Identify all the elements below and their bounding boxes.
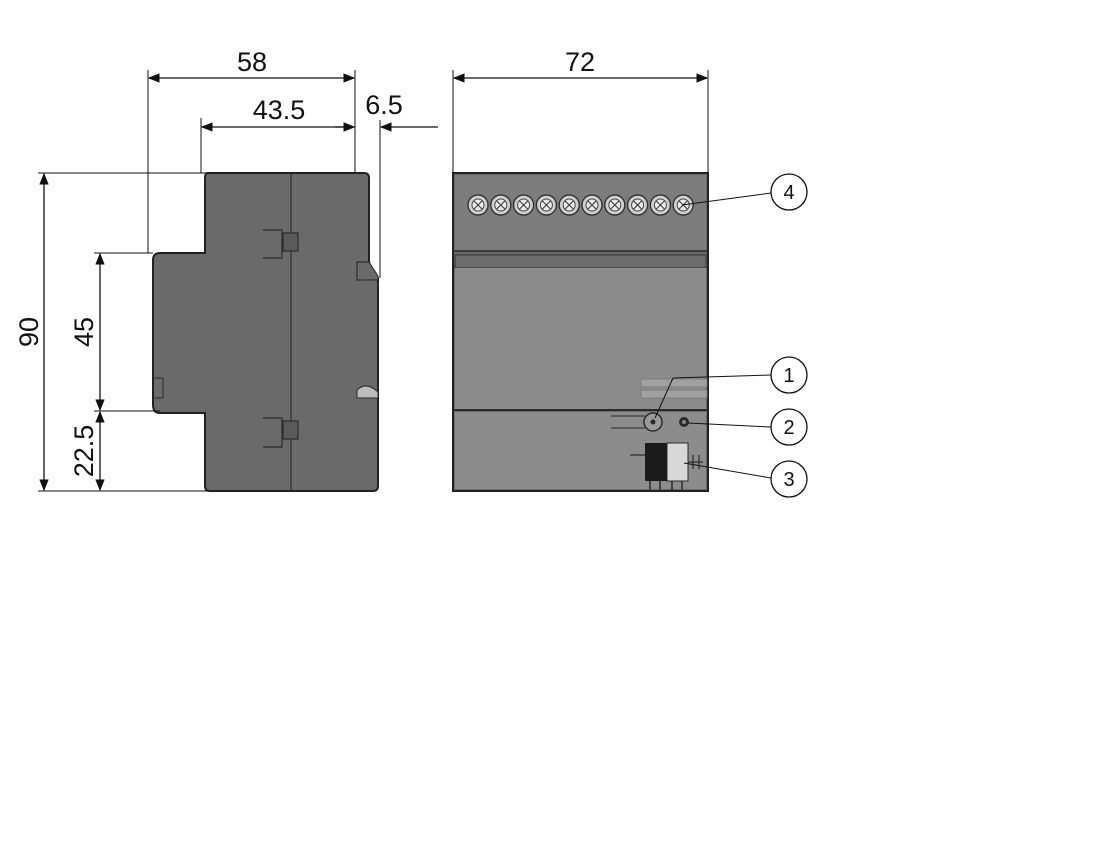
terminal-screw bbox=[581, 194, 603, 216]
svg-text:3: 3 bbox=[783, 469, 794, 491]
side-housing bbox=[152, 172, 379, 492]
terminal-screw bbox=[490, 194, 512, 216]
front-view bbox=[452, 172, 709, 492]
svg-text:2: 2 bbox=[783, 417, 794, 439]
terminal-screw bbox=[604, 194, 626, 216]
callout-2: 2 bbox=[770, 408, 808, 446]
side-right-hook bbox=[356, 385, 379, 399]
side-lower-latch bbox=[263, 417, 299, 448]
front-label-strip bbox=[454, 254, 707, 269]
terminal-screw bbox=[512, 194, 535, 216]
bus-connector bbox=[630, 442, 703, 491]
terminal-screw bbox=[535, 194, 558, 216]
dim-side-depth: 43.5 bbox=[253, 95, 306, 125]
front-terminal-area bbox=[455, 175, 706, 251]
dim-side-offset: 6.5 bbox=[365, 90, 403, 120]
dim-height-low: 22.5 bbox=[69, 425, 99, 478]
dim-height-mid: 45 bbox=[69, 317, 99, 347]
callout-3: 3 bbox=[770, 460, 808, 498]
svg-text:1: 1 bbox=[783, 365, 794, 387]
callout-1: 1 bbox=[770, 356, 808, 394]
terminal-screw bbox=[626, 194, 649, 216]
side-upper-latch bbox=[263, 229, 299, 259]
terminal-screw bbox=[467, 194, 489, 216]
callout-leaders bbox=[654, 192, 772, 479]
dim-front-width: 72 bbox=[565, 47, 595, 77]
terminal-screw bbox=[649, 194, 672, 216]
side-left-tab bbox=[155, 377, 164, 399]
dimension-lines bbox=[38, 70, 709, 492]
side-view bbox=[152, 172, 379, 492]
dim-height-total: 90 bbox=[14, 317, 44, 347]
terminal-screw bbox=[558, 194, 580, 216]
callout-4: 4 bbox=[770, 173, 808, 211]
dim-side-width: 58 bbox=[237, 47, 267, 77]
svg-text:4: 4 bbox=[783, 182, 794, 204]
side-din-clip bbox=[356, 261, 379, 281]
